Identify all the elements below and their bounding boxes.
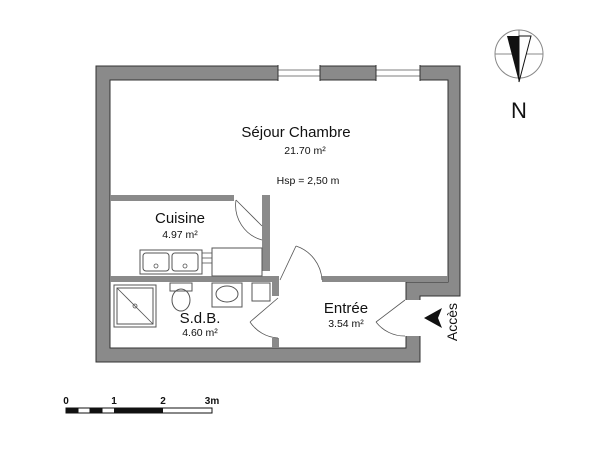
interior-walls [110,195,448,348]
room-sdb-name: S.d.B. [180,310,221,327]
scale-bar [65,407,213,414]
scale-label-1: 1 [111,396,117,407]
shower [113,284,157,328]
washbasin [211,282,243,308]
access-arrow-icon [424,308,442,328]
toilet [169,282,193,312]
door-sejour [279,245,323,281]
window-left [277,65,321,81]
room-entree-area: 3.54 m² [328,318,364,330]
access-label: Accès [444,303,460,341]
north-compass-icon [494,29,544,83]
room-entree-name: Entrée [324,300,368,317]
door-kitchen [235,199,263,241]
room-cuisine-name: Cuisine [155,210,205,227]
room-sdb-area: 4.60 m² [182,327,218,339]
entrance-opening [405,300,422,336]
ceiling-height-note: Hsp = 2,50 m [277,175,340,187]
door-entrance [375,299,406,337]
north-label: N [511,98,527,123]
room-sejour-area: 21.70 m² [284,145,326,157]
kitchen-sink [139,249,212,275]
scale-label-0: 0 [63,396,69,407]
room-cuisine-area: 4.97 m² [162,229,198,241]
room-sejour-name: Séjour Chambre [241,124,350,141]
scale-label-3: 3m [205,396,220,407]
door-bathroom [249,297,279,339]
water-heater-niche [251,282,271,302]
window-right [375,65,421,81]
kitchen-counter [211,247,263,277]
scale-label-2: 2 [160,396,166,407]
